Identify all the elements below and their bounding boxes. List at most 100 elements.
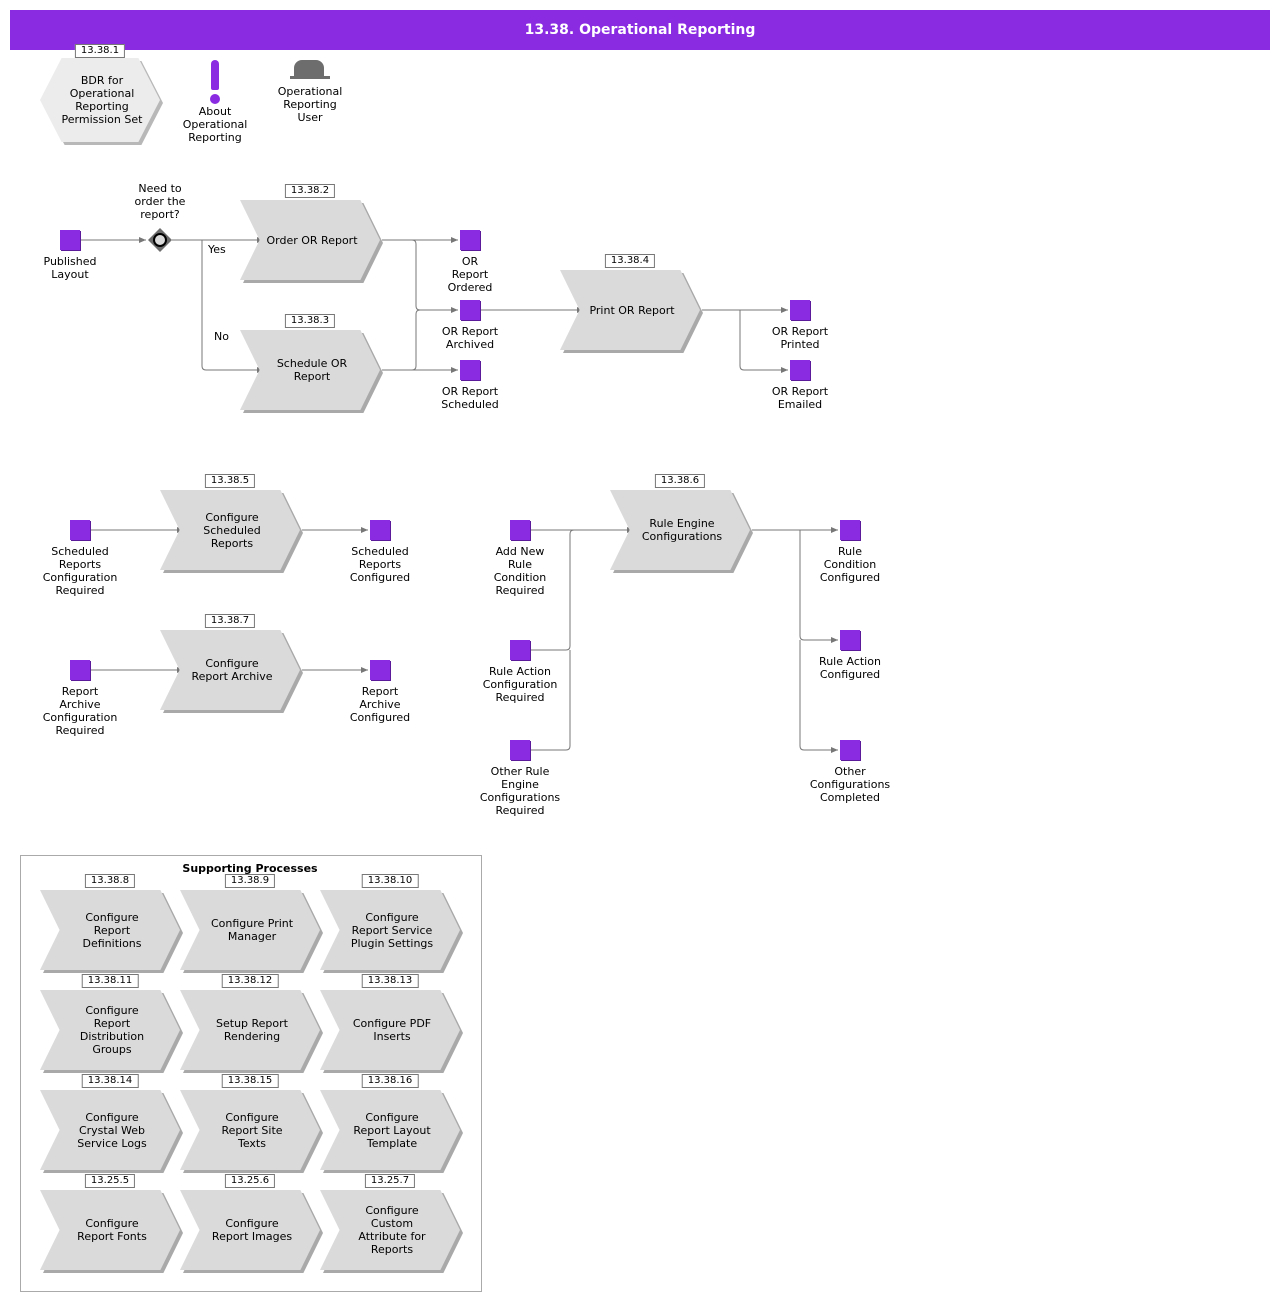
event-label: Report Archive Configured	[349, 685, 411, 724]
process-rule-engine-configurations[interactable]: Rule Engine Configurations	[610, 490, 753, 573]
event-label: OR Report Archived	[441, 325, 499, 351]
tag-13-38-10: 13.38.10	[361, 874, 419, 888]
event-label: OR Report Emailed	[771, 385, 829, 411]
process-configure-custom-attribute[interactable]: Configure Custom Attribute for Reports	[320, 1190, 463, 1273]
process-configure-report-definitions[interactable]: Configure Report Definitions	[40, 890, 183, 973]
process-configure-report-distribution-groups[interactable]: Configure Report Distribution Groups	[40, 990, 183, 1073]
flow-rule-to-other	[799, 640, 838, 753]
event-label: Scheduled Reports Configuration Required	[42, 545, 118, 597]
tag-13-38-9: 13.38.9	[224, 874, 276, 888]
permission-set-hexagon[interactable]: BDR for Operational Reporting Permission…	[40, 58, 163, 145]
process-label: Print OR Report	[589, 303, 675, 317]
event-label: Published Layout	[43, 255, 97, 281]
process-configure-report-site-texts[interactable]: Configure Report Site Texts	[180, 1090, 323, 1173]
tag-13-38-3: 13.38.3	[284, 314, 336, 328]
tag-13-25-5: 13.25.5	[84, 1174, 136, 1188]
process-label: Configure Report Definitions	[82, 910, 142, 950]
process-configure-crystal-web-service-logs[interactable]: Configure Crystal Web Service Logs	[40, 1090, 183, 1173]
event-scheduled-reports-config-required[interactable]	[70, 520, 90, 540]
flow-rule-action-req	[530, 529, 575, 651]
process-configure-scheduled-reports[interactable]: Configure Scheduled Reports	[160, 490, 303, 573]
flow-other-rule-req	[530, 650, 571, 751]
tag-13-25-7: 13.25.7	[364, 1174, 416, 1188]
about-label: About Operational Reporting	[182, 105, 248, 144]
event-other-rule-engine-config-required[interactable]	[510, 740, 530, 760]
event-add-new-rule-condition-required[interactable]	[510, 520, 530, 540]
event-or-report-archived[interactable]	[460, 300, 480, 320]
tag-13-38-8: 13.38.8	[84, 874, 136, 888]
gateway-question: Need to order the report?	[134, 182, 186, 221]
process-configure-print-manager[interactable]: Configure Print Manager	[180, 890, 323, 973]
tag-13-38-15: 13.38.15	[221, 1074, 279, 1088]
event-label: Scheduled Reports Configured	[349, 545, 411, 584]
permission-set-label: BDR for Operational Reporting Permission…	[61, 74, 143, 126]
gateway-no-label: No	[214, 330, 229, 343]
event-report-archive-configured[interactable]	[370, 660, 390, 680]
tag-13-38-5: 13.38.5	[204, 474, 256, 488]
event-label: Rule Action Configured	[819, 655, 881, 681]
page-title: 13.38. Operational Reporting	[10, 10, 1270, 50]
process-configure-pdf-inserts[interactable]: Configure PDF Inserts	[320, 990, 463, 1073]
tag-13-38-7: 13.38.7	[204, 614, 256, 628]
process-configure-report-fonts[interactable]: Configure Report Fonts	[40, 1190, 183, 1273]
event-or-report-ordered[interactable]	[460, 230, 480, 250]
tag-13-38-14: 13.38.14	[81, 1074, 139, 1088]
process-label: Configure Report Layout Template	[353, 1110, 431, 1150]
tag-13-38-6: 13.38.6	[654, 474, 706, 488]
tag-13-25-6: 13.25.6	[224, 1174, 276, 1188]
process-configure-report-layout-template[interactable]: Configure Report Layout Template	[320, 1090, 463, 1173]
process-print-or-report[interactable]: Print OR Report	[560, 270, 703, 353]
event-label: Add New Rule Condition Required	[493, 545, 547, 597]
process-label: Rule Engine Configurations	[641, 517, 723, 543]
process-label: Order OR Report	[266, 233, 358, 247]
supporting-processes-title: Supporting Processes	[182, 862, 318, 875]
event-rule-condition-configured[interactable]	[840, 520, 860, 540]
process-configure-report-archive[interactable]: Configure Report Archive	[160, 630, 303, 713]
process-schedule-or-report[interactable]: Schedule OR Report	[240, 330, 383, 413]
tag-13-38-12: 13.38.12	[221, 974, 279, 988]
process-label: Schedule OR Report	[276, 357, 348, 383]
process-label: Configure Print Manager	[210, 917, 294, 943]
exclamation-icon[interactable]	[204, 58, 226, 104]
event-label: OR Report Printed	[771, 325, 829, 351]
event-rule-action-config-required[interactable]	[510, 640, 530, 660]
event-label: Rule Action Configuration Required	[482, 665, 558, 704]
tag-13-38-2: 13.38.2	[284, 184, 336, 198]
event-report-archive-config-required[interactable]	[70, 660, 90, 680]
process-configure-report-images[interactable]: Configure Report Images	[180, 1190, 323, 1273]
process-label: Configure Report Service Plugin Settings	[350, 910, 434, 950]
process-configure-report-service-plugin[interactable]: Configure Report Service Plugin Settings	[320, 890, 463, 973]
flow-rule-to-action	[799, 530, 838, 643]
tag-13-38-4: 13.38.4	[604, 254, 656, 268]
flow-gateway-no	[201, 240, 264, 373]
process-label: Configure Report Archive	[191, 657, 273, 683]
process-label: Setup Report Rendering	[216, 1017, 288, 1043]
tag-13-38-16: 13.38.16	[361, 1074, 419, 1088]
event-or-report-printed[interactable]	[790, 300, 810, 320]
event-label: Other Rule Engine Configurations Require…	[479, 765, 561, 817]
process-label: Configure Custom Attribute for Reports	[358, 1204, 426, 1256]
event-scheduled-reports-configured[interactable]	[370, 520, 390, 540]
process-label: Configure Report Distribution Groups	[79, 1004, 145, 1056]
event-or-report-scheduled[interactable]	[460, 360, 480, 380]
event-or-report-emailed[interactable]	[790, 360, 810, 380]
process-label: Configure Scheduled Reports	[203, 510, 261, 550]
gateway-diamond[interactable]	[148, 228, 172, 252]
user-role-icon[interactable]	[290, 60, 330, 82]
event-label: Other Configurations Completed	[809, 765, 891, 804]
event-published-layout[interactable]	[60, 230, 80, 250]
flow-print-to-emailed	[739, 310, 788, 373]
process-label: Configure Report Images	[211, 1217, 293, 1243]
event-other-configurations-completed[interactable]	[840, 740, 860, 760]
process-label: Configure Report Fonts	[77, 1217, 147, 1243]
event-label: Rule Condition Configured	[819, 545, 881, 584]
event-rule-action-configured[interactable]	[840, 630, 860, 650]
process-setup-report-rendering[interactable]: Setup Report Rendering	[180, 990, 323, 1073]
tag-13-38-1: 13.38.1	[74, 44, 126, 58]
event-label: Report Archive Configuration Required	[42, 685, 118, 737]
process-order-or-report[interactable]: Order OR Report	[240, 200, 383, 283]
process-label: Configure PDF Inserts	[352, 1017, 432, 1043]
tag-13-38-11: 13.38.11	[81, 974, 139, 988]
user-label: Operational Reporting User	[277, 85, 343, 124]
